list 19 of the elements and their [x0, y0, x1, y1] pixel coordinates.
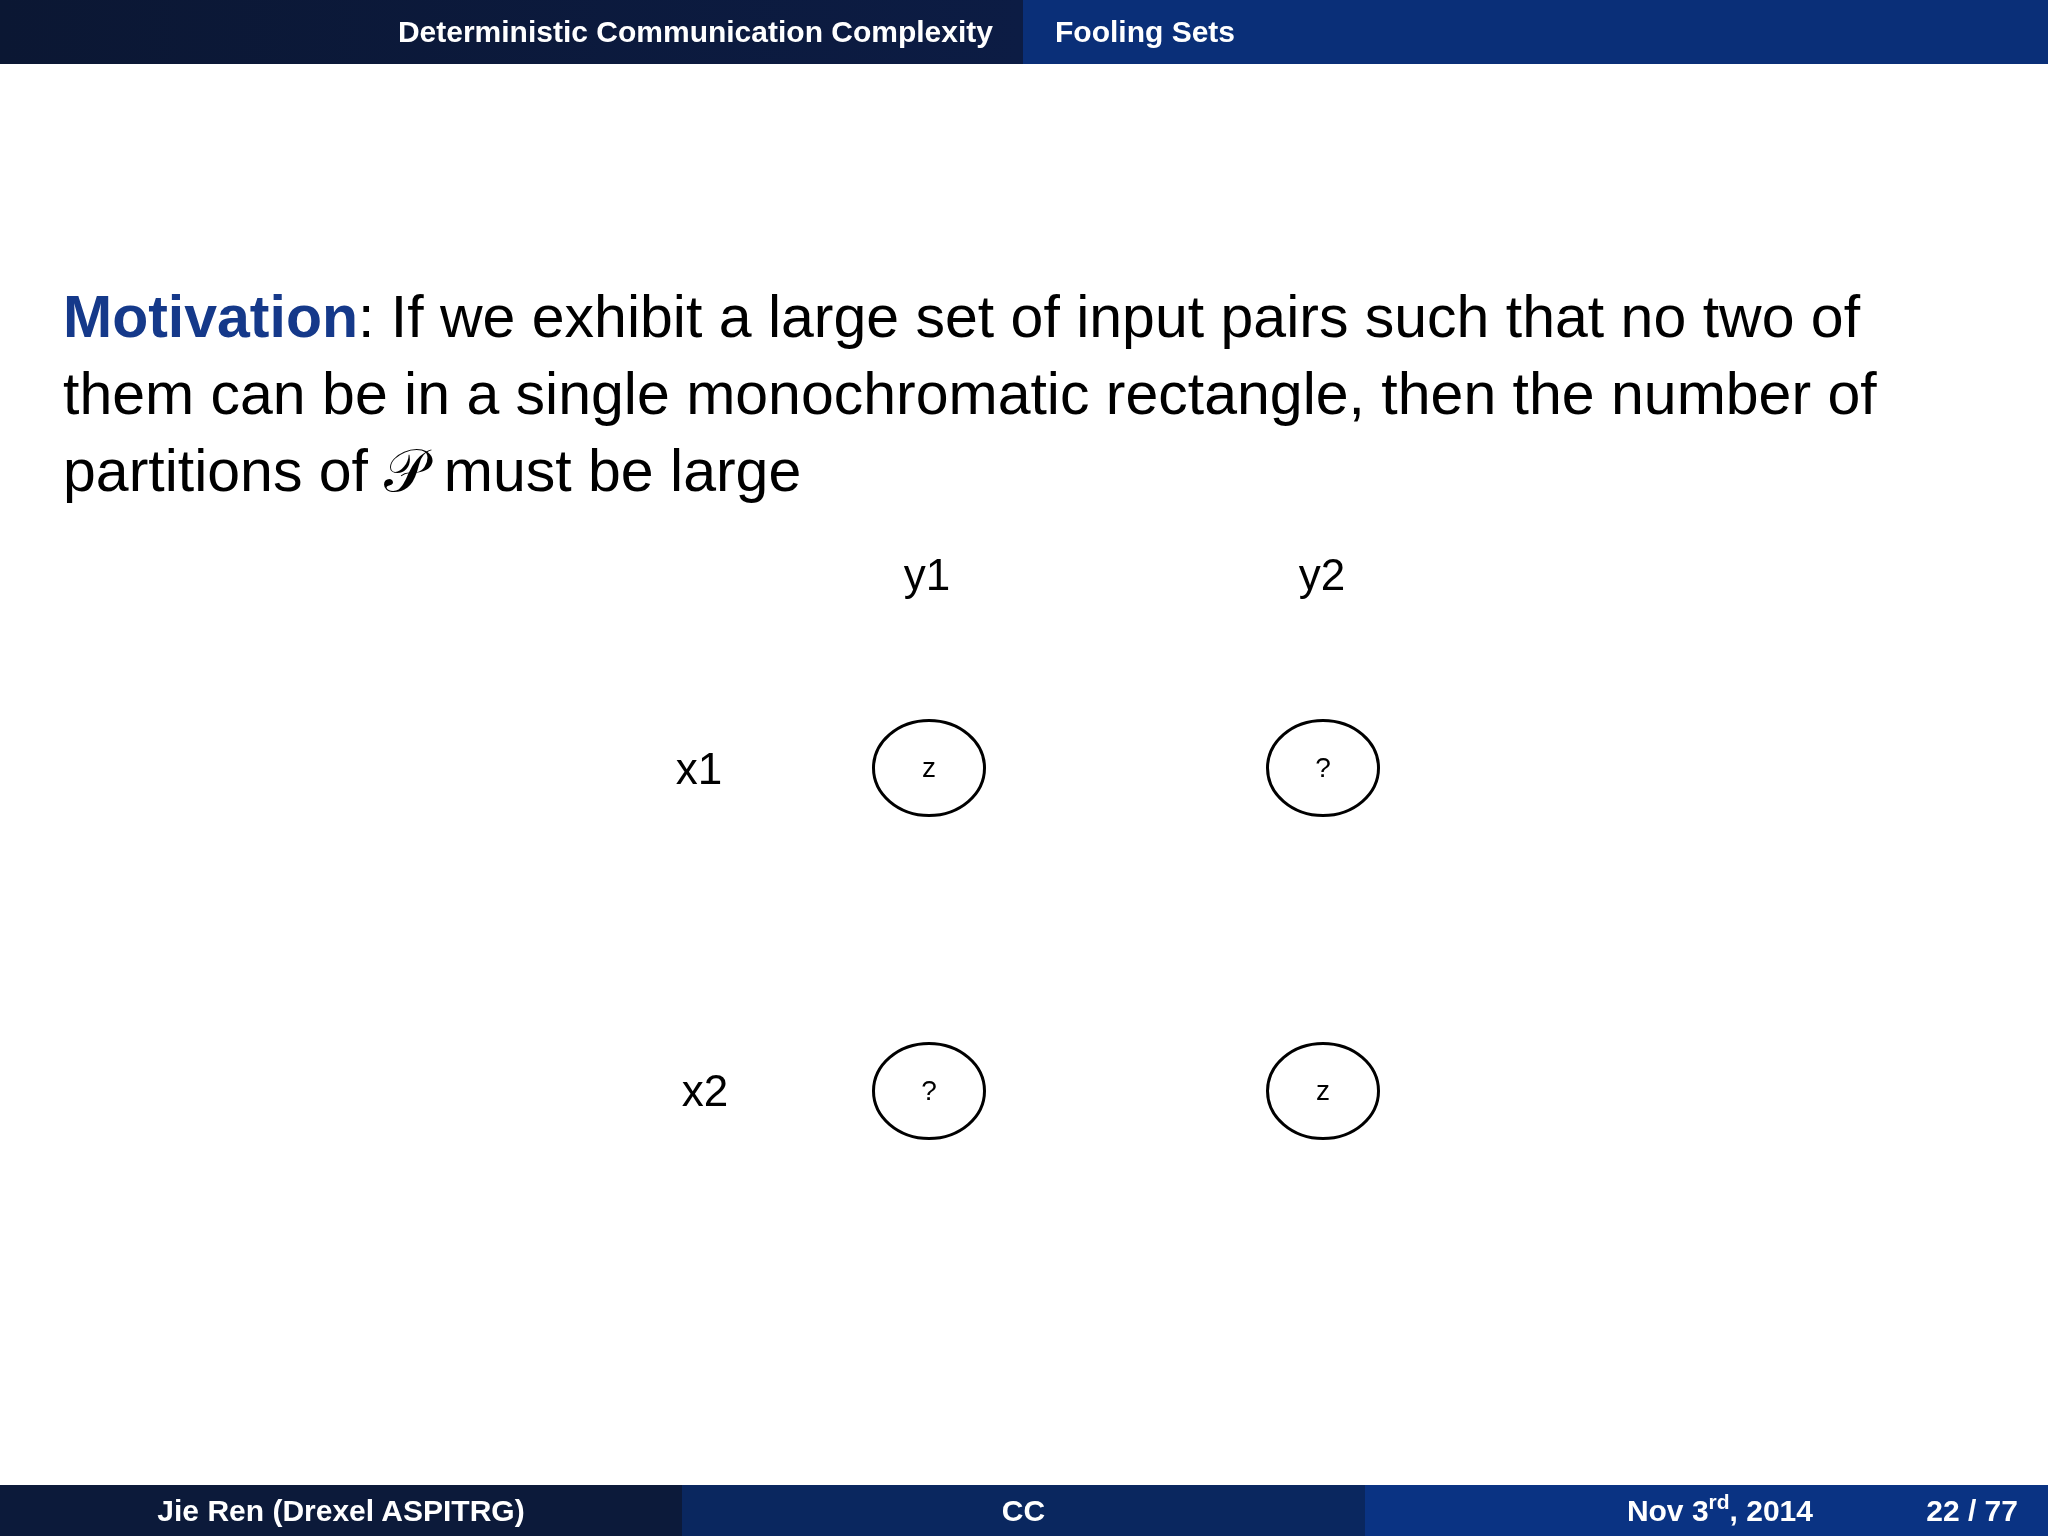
matrix-entry — [872, 1042, 986, 1140]
entry-value: ? — [1315, 752, 1331, 784]
entry-value: ? — [921, 1075, 937, 1107]
matrix-entry — [872, 719, 986, 817]
section-title: Deterministic Communication Complexity — [397, 14, 993, 50]
body-text: Motivation: If we exhibit a large set of input pairs such that no two of them can be in a single monochromatic rectangle, then the number of partitions of 𝒫 must be large — [63, 283, 1878, 506]
matrix-entry — [1266, 1042, 1380, 1140]
column-header: y1 — [903, 550, 951, 600]
entry-value: z — [1316, 1075, 1330, 1107]
short-title: CC — [1001, 1493, 1046, 1528]
page-number: 22 / 77 — [1926, 1493, 2018, 1528]
author-name: Jie Ren (Drexel ASPITRG) — [157, 1493, 525, 1528]
matrix-entry — [1266, 719, 1380, 817]
column-header: y2 — [1298, 550, 1346, 600]
date-text: Nov 3$^{rd}$, 2014 — [1626, 1493, 1813, 1528]
subsection-title: Fooling Sets — [1055, 14, 1235, 50]
row-header: x2 — [681, 1066, 729, 1116]
row-header: x1 — [675, 744, 723, 794]
entry-value: z — [922, 752, 936, 784]
